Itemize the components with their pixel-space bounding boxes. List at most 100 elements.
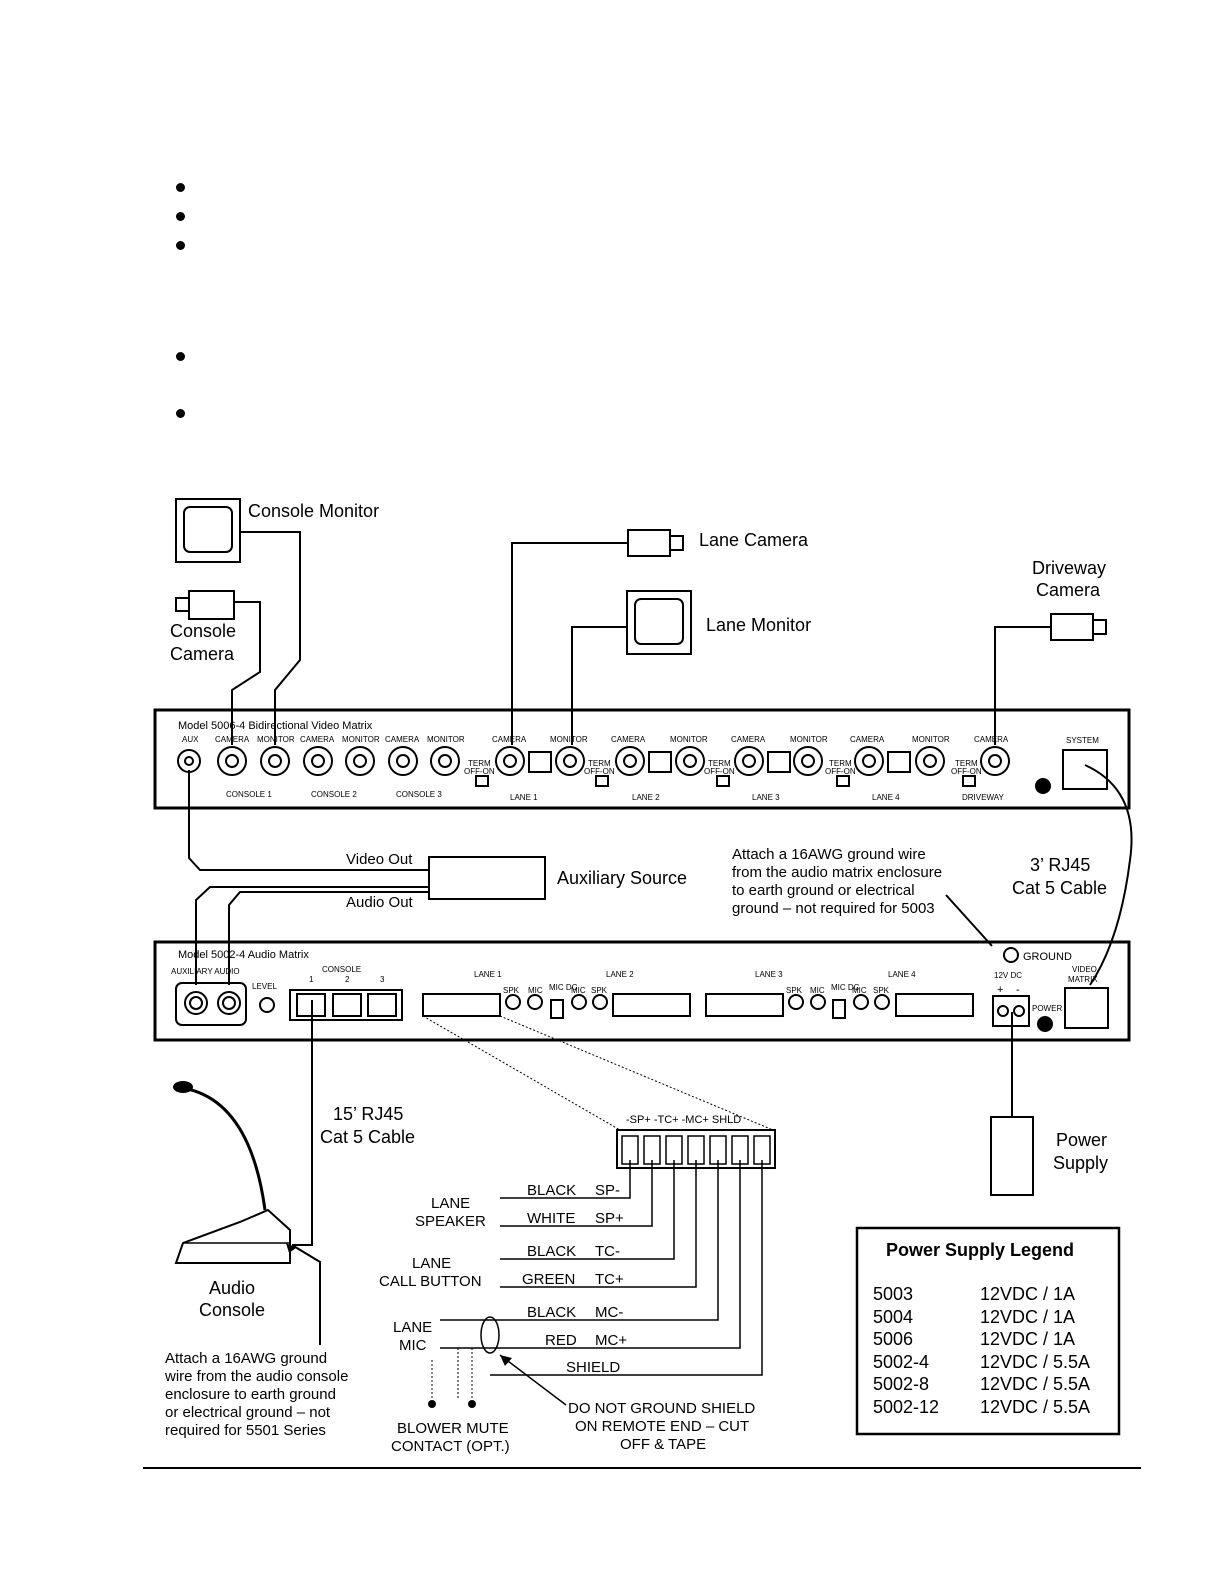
console-ground-3: enclosure to earth ground	[165, 1386, 336, 1403]
system-label: SYSTEM	[1066, 736, 1099, 745]
legend-rating-2: 12VDC / 1A	[980, 1307, 1075, 1327]
audio-out-label: Audio Out	[346, 894, 414, 911]
rj45-15ft-label-2: Cat 5 Cable	[320, 1127, 415, 1147]
footer-rule	[143, 1467, 1141, 1469]
lane3-mic-label: MIC	[810, 986, 825, 995]
bullet-3	[176, 241, 185, 250]
lane2-offon-label: OFF-ON	[584, 767, 615, 776]
ground-note-1: Attach a 16AWG ground wire	[732, 846, 926, 863]
audio-console-icon	[174, 1208, 291, 1264]
lane2-term-label: TERM	[588, 759, 611, 768]
console2-camera-label: CAMERA	[300, 735, 335, 744]
driveway-offon-label: OFF-ON	[951, 767, 982, 776]
console2-monitor-label: MONITOR	[342, 735, 380, 744]
plus-label: +	[997, 984, 1003, 996]
lane2-spk-label: SPK	[591, 986, 608, 995]
driveway-camera-label-2: Camera	[1036, 580, 1101, 600]
terminal-labels: -SP+ -TC+ -MC+ SHLD	[626, 1114, 741, 1126]
wire-3-color: BLACK	[527, 1243, 576, 1260]
power-led-icon	[1035, 778, 1051, 794]
shield-note-2: ON REMOTE END – CUT	[575, 1418, 749, 1435]
lane3-spk-label: SPK	[786, 986, 803, 995]
wire-4-signal: TC+	[595, 1271, 624, 1288]
console-camera-label-1: Console	[170, 621, 236, 641]
power-supply-box	[990, 1116, 1034, 1196]
power-supply-legend-box	[855, 1226, 1121, 1436]
console-monitor-label: Console Monitor	[248, 501, 379, 521]
legend-model-1: 5003	[873, 1284, 913, 1304]
console-monitor-icon	[175, 498, 241, 563]
legend-model-4: 5002-4	[873, 1352, 929, 1372]
bullet-1	[176, 183, 185, 192]
driveway-term-label: TERM	[955, 759, 978, 768]
lane-camera-icon	[627, 529, 671, 557]
lane1-offon-label: OFF-ON	[464, 767, 495, 776]
shield-note-1: DO NOT GROUND SHIELD	[568, 1400, 755, 1417]
12vdc-label: 12V DC	[994, 971, 1022, 980]
legend-rating-5: 12VDC / 5.5A	[980, 1374, 1090, 1394]
wire-4-color: GREEN	[522, 1271, 575, 1288]
am-lane3-label: LANE 3	[755, 970, 783, 979]
lane4-mic-label: MIC	[852, 986, 867, 995]
aux-label: AUX	[182, 735, 199, 744]
audio-connectors	[175, 947, 1109, 1029]
driveway-camera-port-label: CAMERA	[974, 735, 1009, 744]
lane4-term-label: TERM	[829, 759, 852, 768]
lane4-camera-label: CAMERA	[850, 735, 885, 744]
minus-label: -	[1016, 984, 1020, 996]
lane-speaker-label-2: SPEAKER	[415, 1213, 486, 1230]
lane-mic-label-1: LANE	[393, 1319, 432, 1336]
legend-model-5: 5002-8	[873, 1374, 929, 1394]
lane3-camera-label: CAMERA	[731, 735, 766, 744]
lane3-term-label: TERM	[708, 759, 731, 768]
bullet-5	[176, 409, 185, 418]
legend-rating-4: 12VDC / 5.5A	[980, 1352, 1090, 1372]
console-ground-1: Attach a 16AWG ground	[165, 1350, 327, 1367]
wire-3-signal: TC-	[595, 1243, 620, 1260]
microphone-gooseneck-icon	[182, 1086, 267, 1211]
aux-audio-label: AUXILIARY AUDIO	[171, 967, 240, 976]
legend-rating-3: 12VDC / 1A	[980, 1329, 1075, 1349]
video-connectors	[177, 746, 1108, 790]
lane3-monitor-label: MONITOR	[790, 735, 828, 744]
terminal-pins	[621, 1135, 771, 1165]
auxiliary-source-label: Auxiliary Source	[557, 868, 687, 888]
console-ground-2: wire from the audio console	[164, 1368, 348, 1385]
ground-note-4: ground – not required for 5003	[732, 900, 935, 917]
lane-wires	[440, 1160, 763, 1406]
lane1-term-label: TERM	[468, 759, 491, 768]
console1-monitor-label: MONITOR	[257, 735, 295, 744]
console3-monitor-label: MONITOR	[427, 735, 465, 744]
wire-1-signal: SP-	[595, 1182, 620, 1199]
rj45-15ft-label-1: 15’ RJ45	[333, 1104, 403, 1124]
legend-rating-1: 12VDC / 1A	[980, 1284, 1075, 1304]
console-camera-label-2: Camera	[170, 644, 235, 664]
lane-call-label-2: CALL BUTTON	[379, 1273, 482, 1290]
bullet-4	[176, 352, 185, 361]
console-ground-5: required for 5501 Series	[165, 1422, 326, 1439]
bullet-2	[176, 212, 185, 221]
lane1-spk-label: SPK	[503, 986, 520, 995]
wire-2-color: WHITE	[527, 1210, 575, 1227]
wire-5-signal: MC-	[595, 1304, 623, 1321]
console-3-label: 3	[380, 975, 385, 984]
lane2-mic-label: MIC	[571, 986, 586, 995]
wire-1-color: BLACK	[527, 1182, 576, 1199]
vm-lane4-label: LANE 4	[872, 793, 900, 802]
console3-camera-label: CAMERA	[385, 735, 420, 744]
vm-driveway-label: DRIVEWAY	[962, 793, 1004, 802]
lane4-monitor-label: MONITOR	[912, 735, 950, 744]
console-2-label: 2	[345, 975, 350, 984]
ground-note-2: from the audio matrix enclosure	[732, 864, 942, 881]
legend-model-3: 5006	[873, 1329, 913, 1349]
lane2-camera-label: CAMERA	[611, 735, 646, 744]
power-supply-label-2: Supply	[1053, 1153, 1108, 1173]
lane4-spk-label: SPK	[873, 986, 890, 995]
power-supply-label-1: Power	[1056, 1130, 1107, 1150]
video-matrix-title: Model 5006-4 Bidirectional Video Matrix	[178, 720, 373, 732]
video-matrix-panel	[153, 708, 1131, 810]
lane-monitor-icon	[626, 590, 692, 655]
wire-6-color: RED	[545, 1332, 577, 1349]
am-lane1-label: LANE 1	[474, 970, 502, 979]
